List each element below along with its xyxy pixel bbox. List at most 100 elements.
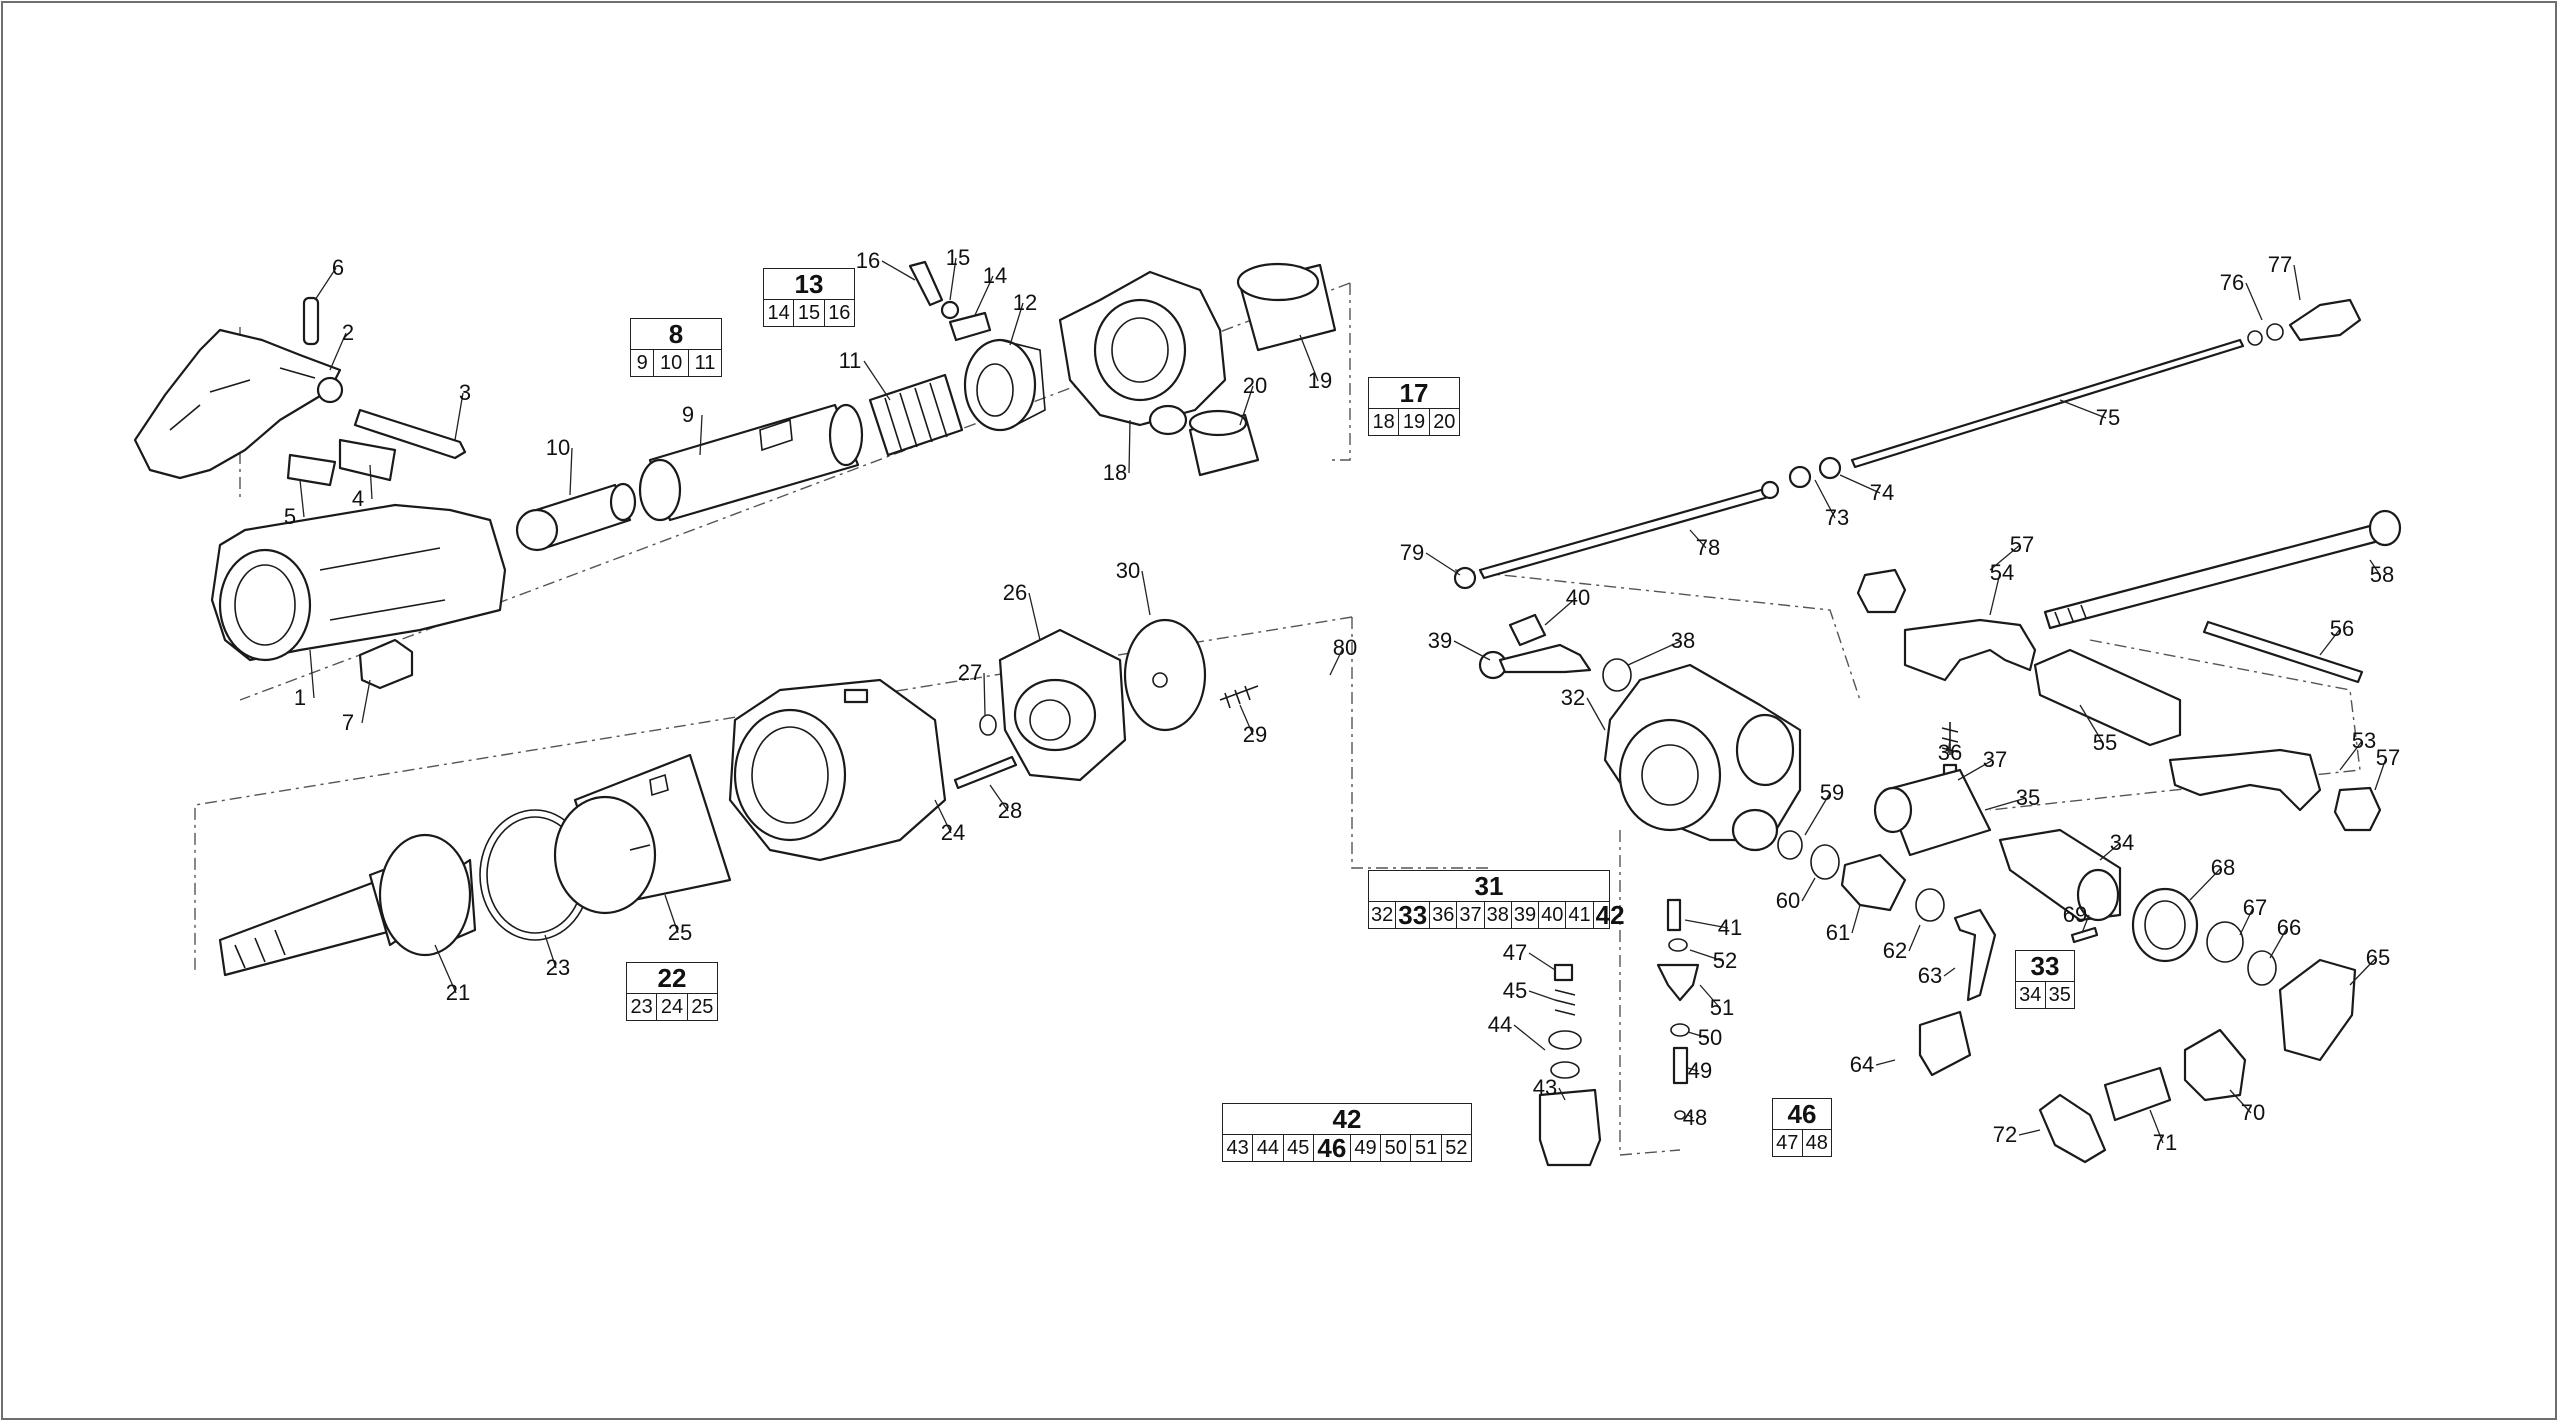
callout-label: 44 [1488, 1012, 1512, 1037]
group-item: 39 [1512, 902, 1540, 928]
callout-leader [2369, 559, 2381, 576]
callout-leader [2189, 867, 2222, 901]
callout-leader [881, 260, 916, 281]
callout-label: 24 [941, 820, 965, 845]
callout-label: 23 [546, 955, 570, 980]
callout-leader [1957, 759, 1994, 781]
callout-leader [1989, 572, 2001, 616]
callout-label: 56 [2330, 616, 2354, 641]
part-ring-76 [2266, 323, 2284, 341]
callout-leader [2245, 282, 2263, 321]
callout-label: 75 [2096, 405, 2120, 430]
callout-leader [1586, 697, 1606, 731]
part-70 [2183, 1028, 2247, 1102]
callout-leader [1689, 529, 1707, 549]
callout-label: 39 [1428, 628, 1452, 653]
callout-label: 20 [1243, 373, 1267, 398]
group-item: 46 [1314, 1135, 1351, 1161]
callout-labels: 1234567910111214151618192021232425262728… [284, 245, 2400, 1155]
callout-label: 3 [459, 380, 471, 405]
callout-leader [1453, 640, 1491, 661]
part-spring-45 [1554, 989, 1576, 1016]
part-head-18 [1058, 270, 1227, 436]
group-item: 43 [1223, 1135, 1254, 1161]
group-item: 14 [764, 300, 795, 326]
callout-label: 1 [294, 685, 306, 710]
part-50 [1670, 1023, 1690, 1037]
part-64 [1918, 1010, 1972, 1077]
group-item: 10 [654, 350, 689, 376]
callout-leader [1684, 919, 1729, 929]
callout-leader [1875, 1059, 1896, 1066]
callout-leader [2229, 1089, 2252, 1114]
group-item: 50 [1381, 1135, 1412, 1161]
callout-leader [2079, 704, 2104, 744]
part-48 [1674, 1110, 1686, 1120]
group-item: 16 [828, 302, 851, 324]
callout-label: 77 [2268, 252, 2292, 277]
callout-leader [309, 649, 315, 699]
callout-leader [1627, 640, 1682, 666]
group-title: 13 [764, 269, 854, 300]
callout-label: 61 [1826, 920, 1850, 945]
part-housing-23 [728, 678, 947, 862]
callout-label: 30 [1116, 558, 1140, 583]
part-nut-7 [358, 638, 414, 690]
callout-label: 76 [2220, 270, 2244, 295]
callout-label: 12 [1013, 290, 1037, 315]
part-rod-78-head [1760, 480, 1780, 500]
part-spring-29 [1219, 685, 1259, 709]
callout-leader [1299, 334, 1319, 382]
callout-label: 51 [1710, 995, 1734, 1020]
callout-label: 18 [1103, 460, 1127, 485]
callout-label: 52 [1713, 948, 1737, 973]
group-item: 38 [1485, 902, 1512, 928]
part-44b [1550, 1061, 1580, 1079]
callout-label: 25 [668, 920, 692, 945]
group-title: 17 [1369, 378, 1459, 409]
callout-label: 57 [2010, 532, 2034, 557]
part-60 [1810, 844, 1840, 880]
callout-leader [1699, 984, 1721, 1009]
callout-leader [1851, 904, 1861, 934]
callout-leader [434, 944, 457, 994]
part-bushing-19 [1236, 262, 1337, 352]
part-47 [1553, 963, 1574, 982]
part-sleeve-10 [515, 482, 637, 552]
callout-label: 40 [1566, 585, 1590, 610]
group-item: 45 [1284, 1135, 1314, 1161]
callout-leader [1239, 704, 1254, 736]
callout-leader [2319, 628, 2341, 656]
assembly-boundaries [194, 282, 2361, 1156]
callout-leader [1425, 552, 1461, 576]
callout-leader [2018, 1129, 2041, 1136]
group-item: 40 [1539, 902, 1567, 928]
part-cylinder-24 [553, 753, 732, 915]
callout-leader [1528, 952, 1556, 971]
callout-label: 48 [1683, 1105, 1707, 1130]
callout-label: 49 [1688, 1058, 1712, 1083]
group-item: 11 [694, 352, 716, 374]
callout-label: 59 [1820, 780, 1844, 805]
part-71 [2103, 1066, 2172, 1122]
callout-label: 2 [342, 320, 354, 345]
callout-leader [361, 679, 371, 724]
callout-label: 32 [1561, 685, 1585, 710]
callout-leader [1687, 1067, 1699, 1072]
callout-label: 15 [946, 245, 970, 270]
group-item: 20 [1433, 411, 1456, 433]
callout-leader [2269, 927, 2288, 959]
group-item: 37 [1457, 902, 1485, 928]
group-item: 18 [1369, 409, 1400, 435]
callout-label: 47 [1503, 940, 1527, 965]
callout-leader [1513, 1024, 1546, 1051]
callout-label: 68 [2211, 855, 2235, 880]
